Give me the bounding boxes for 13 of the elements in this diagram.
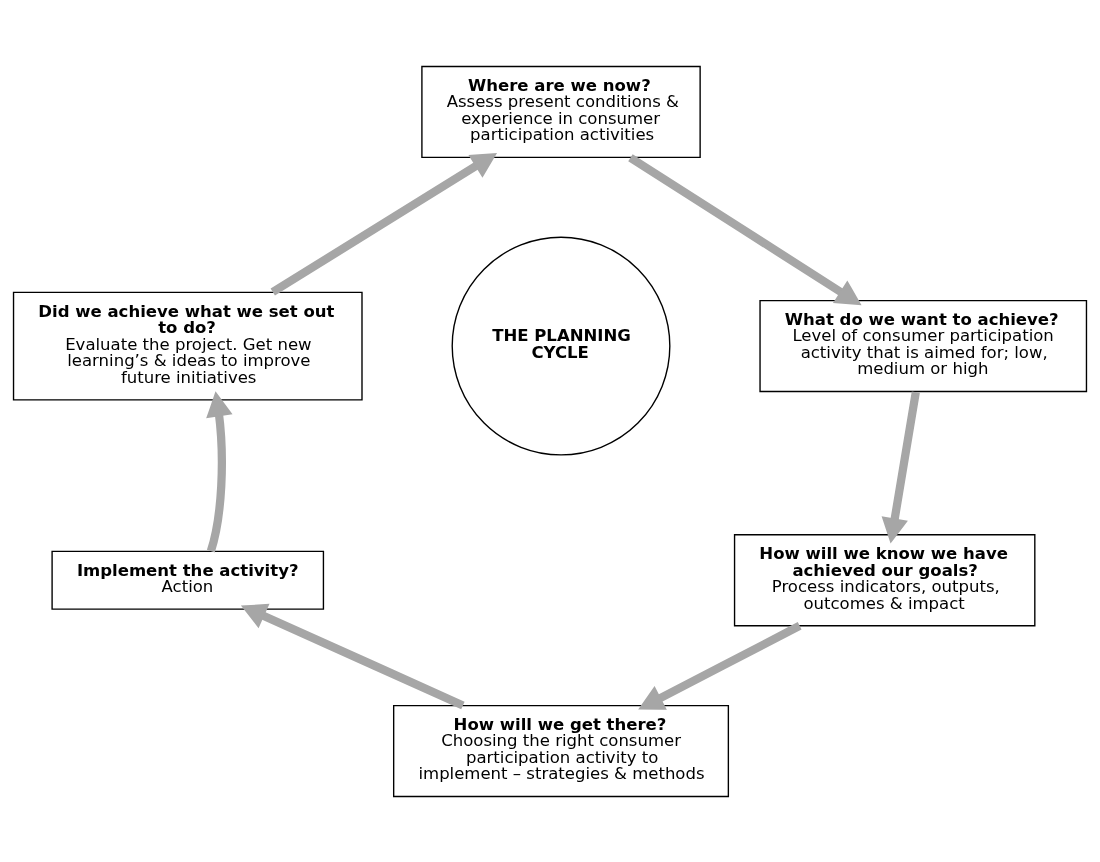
arrow (270, 152, 498, 296)
node-box: Did we achieve what we set out to do? Evaluate the project. Get new learning’s & ideas to improve future initiatives (12, 291, 363, 400)
arrow (628, 153, 862, 305)
arrow (638, 621, 802, 710)
arrow (206, 390, 233, 552)
node-circle: THE PLANNING CYCLE (451, 236, 671, 456)
node-box: Where are we now? Assess present conditions & experience in consumer participation activities (421, 65, 701, 158)
arrow (240, 603, 465, 709)
node-box: Implement the activity? Action (51, 550, 325, 610)
node-box: How will we know we have achieved our goals? Process indicators, outputs, outcomes & impact (733, 533, 1036, 626)
arrow (881, 390, 920, 544)
node-box: What do we want to achieve? Level of consumer participation activity that is aimed for; low, medium or high (759, 299, 1088, 392)
node-box: How will we get there? Choosing the right consumer participation activity to implement – strategies & methods (393, 704, 730, 797)
